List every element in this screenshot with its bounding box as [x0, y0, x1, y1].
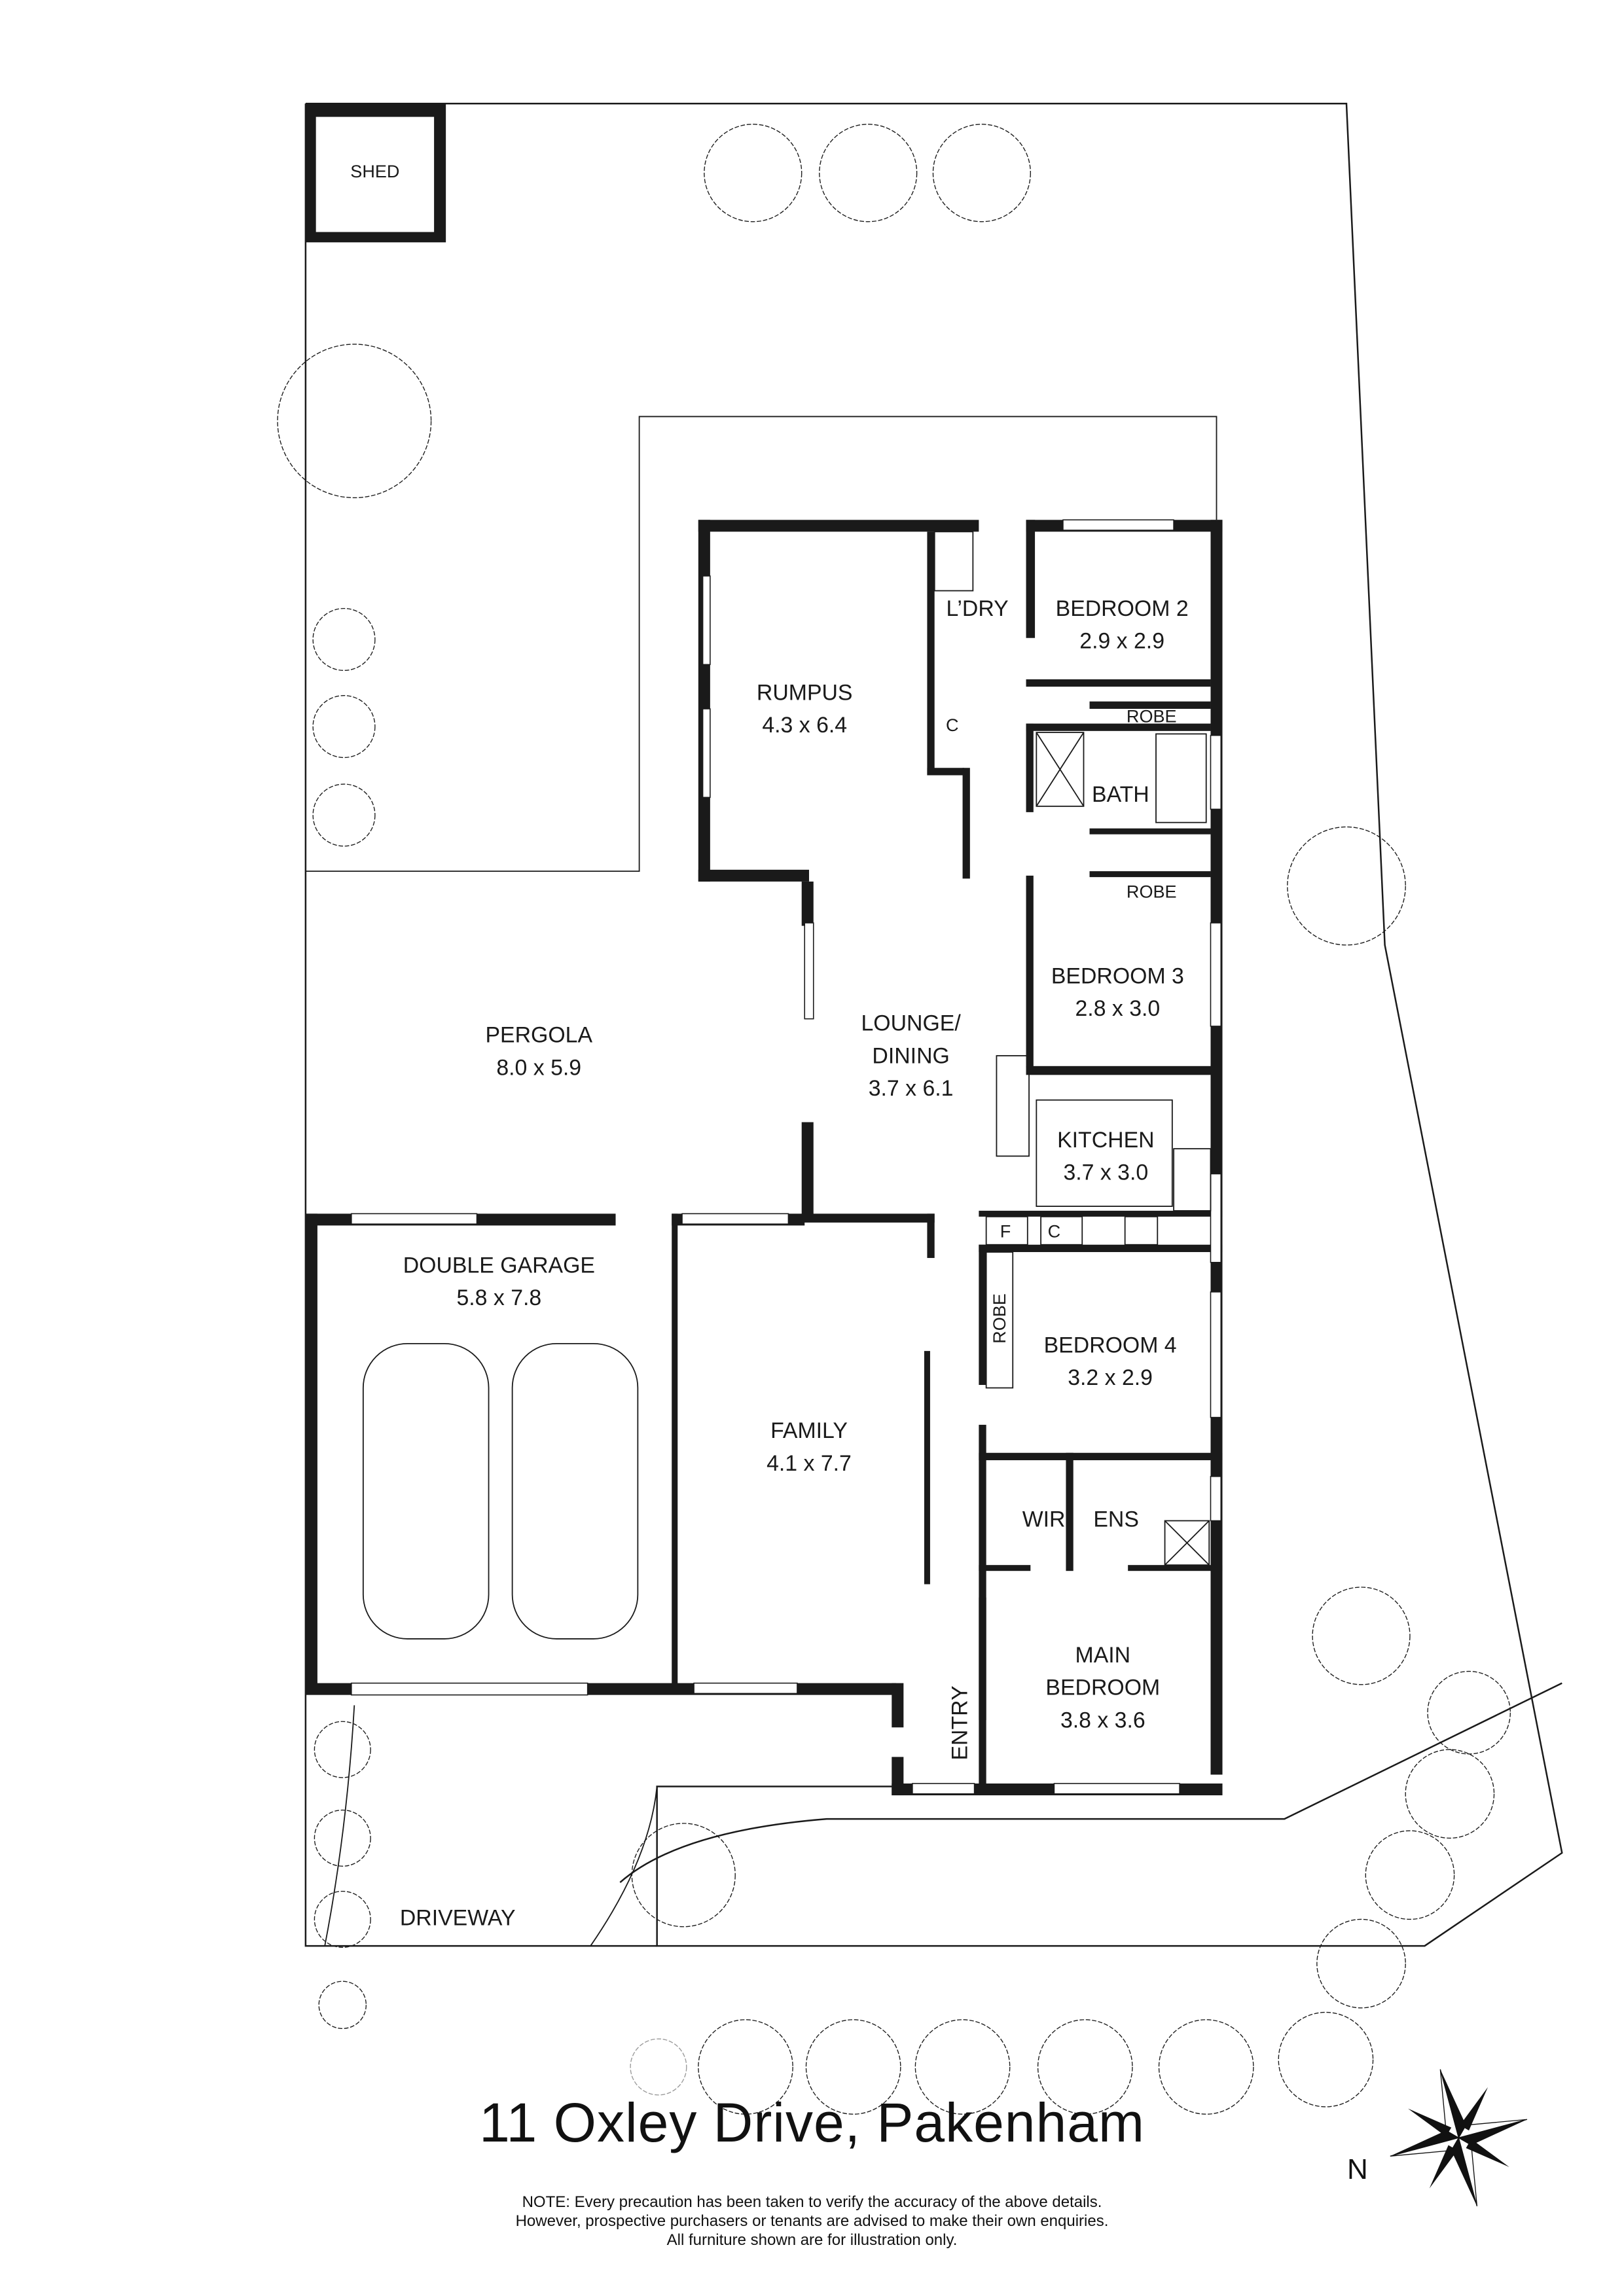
svg-text:BEDROOM 2: BEDROOM 2: [1056, 596, 1189, 621]
svg-text:2.8 x 3.0: 2.8 x 3.0: [1075, 996, 1160, 1021]
svg-text:LOUNGE/: LOUNGE/: [861, 1011, 961, 1036]
note-line: NOTE: Every precaution has been taken to…: [522, 2193, 1102, 2211]
svg-text:2.9 x 2.9: 2.9 x 2.9: [1079, 629, 1164, 654]
room-labels: RUMPUS 4.3 x 6.4 L’DRY BEDROOM 2 2.9 x 2…: [400, 596, 1189, 1931]
property-boundary: [304, 103, 1563, 1947]
svg-text:DRIVEWAY: DRIVEWAY: [400, 1905, 516, 1930]
svg-text:PERGOLA: PERGOLA: [485, 1023, 592, 1048]
svg-text:DOUBLE GARAGE: DOUBLE GARAGE: [403, 1253, 595, 1278]
svg-text:C: C: [946, 715, 959, 735]
svg-text:ROBE: ROBE: [1127, 882, 1177, 902]
compass-rose-icon: [1390, 2069, 1528, 2207]
svg-text:C: C: [1048, 1221, 1061, 1241]
svg-text:3.7 x 6.1: 3.7 x 6.1: [869, 1076, 954, 1101]
svg-text:ROBE: ROBE: [990, 1293, 1009, 1344]
svg-text:FAMILY: FAMILY: [770, 1418, 848, 1443]
svg-text:3.8 x 3.6: 3.8 x 3.6: [1060, 1708, 1146, 1732]
house-walls: [305, 519, 1223, 1796]
svg-text:MAIN: MAIN: [1075, 1643, 1131, 1668]
svg-text:BATH: BATH: [1092, 782, 1149, 807]
svg-text:3.7 x 3.0: 3.7 x 3.0: [1063, 1160, 1148, 1185]
svg-text:BEDROOM 4: BEDROOM 4: [1044, 1333, 1177, 1357]
note-line: All furniture shown are for illustration…: [666, 2231, 958, 2249]
shed: SHED: [305, 103, 446, 243]
svg-text:RUMPUS: RUMPUS: [757, 680, 853, 705]
svg-text:WIR: WIR: [1022, 1507, 1066, 1532]
svg-text:5.8 x 7.8: 5.8 x 7.8: [456, 1285, 541, 1310]
property-address: 11 Oxley Drive, Pakenham: [479, 2092, 1145, 2153]
svg-text:L’DRY: L’DRY: [946, 596, 1008, 621]
svg-text:8.0 x 5.9: 8.0 x 5.9: [496, 1055, 581, 1080]
disclaimer-note: NOTE: Every precaution has been taken to…: [0, 2193, 1624, 2250]
svg-text:ENTRY: ENTRY: [947, 1685, 972, 1760]
svg-text:F: F: [1000, 1221, 1011, 1241]
svg-text:SHED: SHED: [350, 162, 399, 181]
svg-text:BEDROOM 3: BEDROOM 3: [1051, 964, 1184, 989]
svg-text:ROBE: ROBE: [1127, 706, 1177, 726]
svg-text:4.1 x 7.7: 4.1 x 7.7: [767, 1451, 852, 1476]
svg-text:4.3 x 6.4: 4.3 x 6.4: [762, 713, 847, 738]
svg-text:3.2 x 2.9: 3.2 x 2.9: [1068, 1365, 1153, 1390]
note-line: However, prospective purchasers or tenan…: [515, 2212, 1109, 2230]
svg-text:KITCHEN: KITCHEN: [1057, 1128, 1154, 1153]
trees: [277, 124, 1511, 2115]
svg-text:DINING: DINING: [872, 1043, 949, 1068]
svg-text:BEDROOM: BEDROOM: [1045, 1676, 1160, 1700]
svg-text:ENS: ENS: [1093, 1507, 1139, 1532]
north-label: N: [1347, 2153, 1368, 2185]
